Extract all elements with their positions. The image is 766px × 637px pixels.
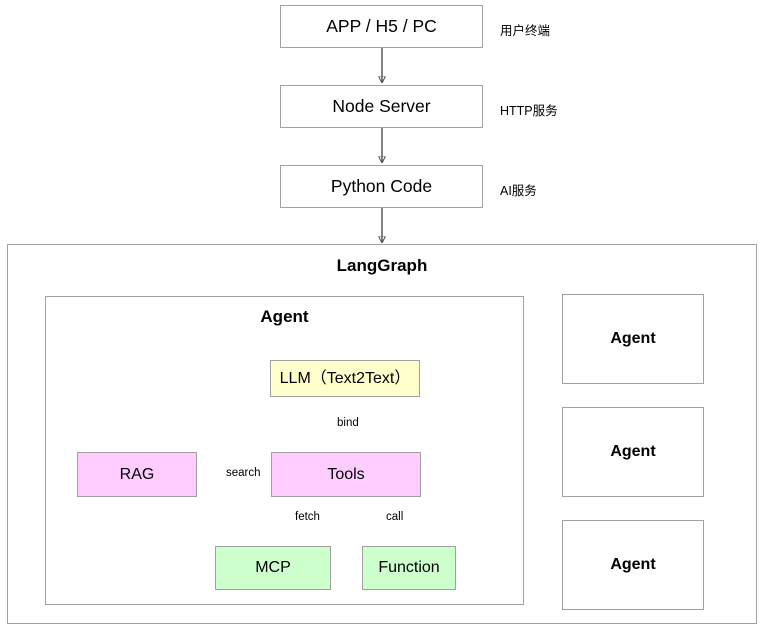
- side-agent-1-label: Agent: [610, 330, 656, 347]
- edge-label-bind: bind: [334, 417, 362, 429]
- edge-label-fetch: fetch: [292, 511, 323, 523]
- edge-label-call: call: [383, 511, 407, 523]
- side-label-app: 用户终端: [500, 24, 551, 38]
- node-tools[interactable]: Tools: [271, 452, 421, 497]
- node-function[interactable]: Function: [362, 546, 456, 590]
- edge-label-search: search: [223, 467, 264, 479]
- side-agent-3[interactable]: Agent: [562, 520, 704, 610]
- node-python-code[interactable]: Python Code: [280, 165, 483, 208]
- node-node-server[interactable]: Node Server: [280, 85, 483, 128]
- node-app[interactable]: APP / H5 / PC: [280, 5, 483, 48]
- node-function-label: Function: [378, 559, 440, 577]
- node-python-code-label: Python Code: [330, 176, 433, 196]
- node-llm-label: LLM（Text2Text）: [279, 369, 411, 387]
- node-mcp-label: MCP: [255, 559, 291, 577]
- langgraph-title: LangGraph: [336, 256, 428, 275]
- node-node-server-label: Node Server: [332, 96, 431, 116]
- side-agent-2[interactable]: Agent: [562, 407, 704, 497]
- side-agent-1[interactable]: Agent: [562, 294, 704, 384]
- agent-container-title: Agent: [260, 307, 309, 326]
- node-llm[interactable]: LLM（Text2Text）: [270, 360, 420, 397]
- node-app-label: APP / H5 / PC: [326, 16, 437, 36]
- side-agent-3-label: Agent: [610, 556, 656, 573]
- node-rag-label: RAG: [119, 465, 155, 483]
- side-label-python-code: AI服务: [500, 184, 537, 198]
- side-agent-2-label: Agent: [610, 443, 656, 460]
- node-mcp[interactable]: MCP: [215, 546, 331, 590]
- node-rag[interactable]: RAG: [77, 452, 197, 497]
- side-label-node-server: HTTP服务: [500, 104, 558, 118]
- node-tools-label: Tools: [327, 465, 365, 483]
